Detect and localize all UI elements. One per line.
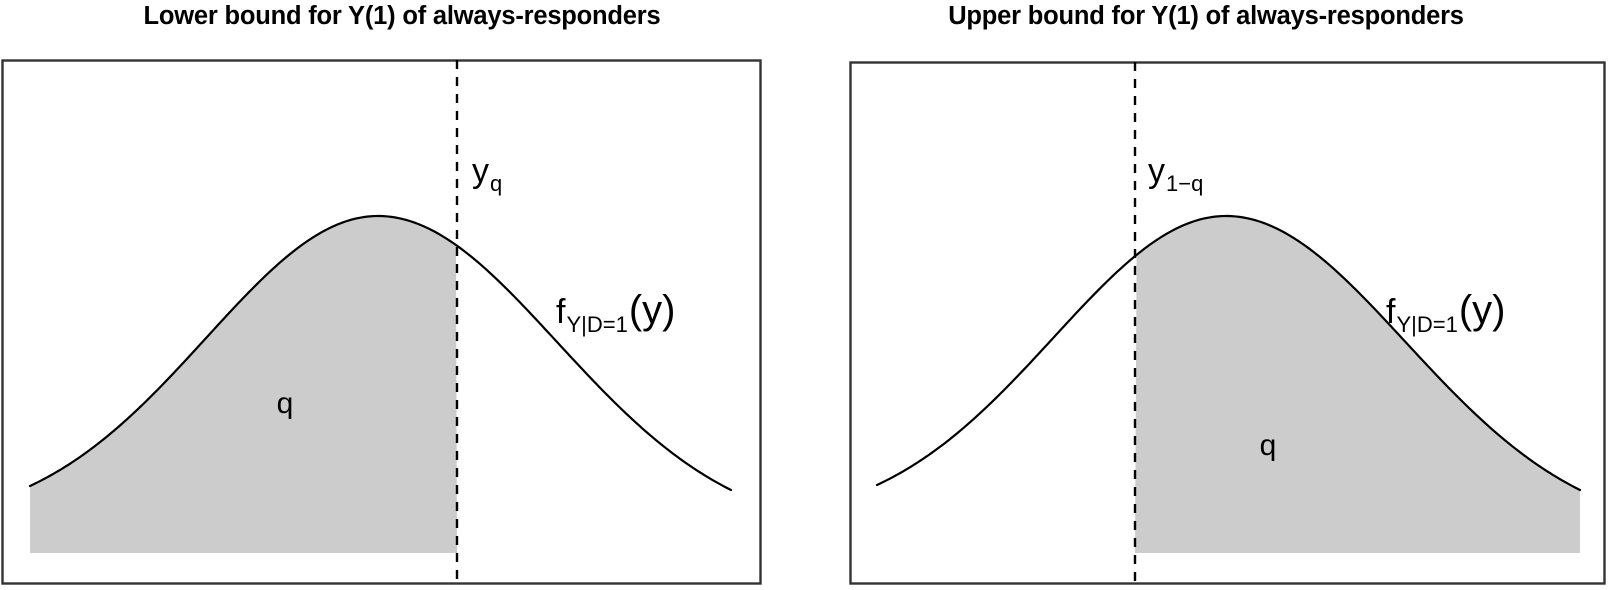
panel-upper-bound: Upper bound for Y(1) of always-responder… — [804, 0, 1608, 590]
cutoff-label-base-upper: y — [1148, 152, 1165, 190]
plot-box-upper — [849, 61, 1606, 585]
density-curve-lower — [28, 214, 733, 492]
shaded-area-upper — [1135, 216, 1580, 553]
plot-group-upper — [849, 61, 1606, 585]
plot-group-lower — [1, 59, 762, 585]
density-label-subscript-lower: Y|D=1 — [566, 312, 627, 337]
panel-upper-title: Upper bound for Y(1) of always-responder… — [948, 2, 1464, 30]
area-mass-label-lower: q — [277, 387, 294, 420]
plot-box-lower — [1, 59, 762, 585]
area-mass-label-upper: q — [1260, 429, 1277, 462]
density-function-label-lower: fY|D=1(y) — [556, 288, 675, 337]
density-curve-upper — [875, 214, 1582, 492]
density-function-label-upper: fY|D=1(y) — [1386, 288, 1505, 337]
cutoff-label-subscript-upper: 1−q — [1166, 171, 1203, 196]
density-label-argument-upper: (y) — [1459, 288, 1506, 332]
density-label-subscript-upper: Y|D=1 — [1396, 312, 1457, 337]
panel-lower-bound: Lower bound for Y(1) of always-responder… — [143, 2, 661, 30]
cutoff-label-subscript-lower: q — [490, 171, 502, 196]
density-label-f-lower: f — [556, 293, 566, 331]
cutoff-label-lower: yq — [472, 152, 502, 196]
density-label-f-upper: f — [1386, 293, 1396, 331]
shaded-area-lower — [30, 216, 457, 553]
cutoff-label-base-lower: y — [472, 152, 489, 190]
cutoff-label-upper: y1−q — [1148, 152, 1203, 196]
panel-lower-title: Lower bound for Y(1) of always-responder… — [143, 2, 661, 30]
density-label-argument-lower: (y) — [629, 288, 676, 332]
